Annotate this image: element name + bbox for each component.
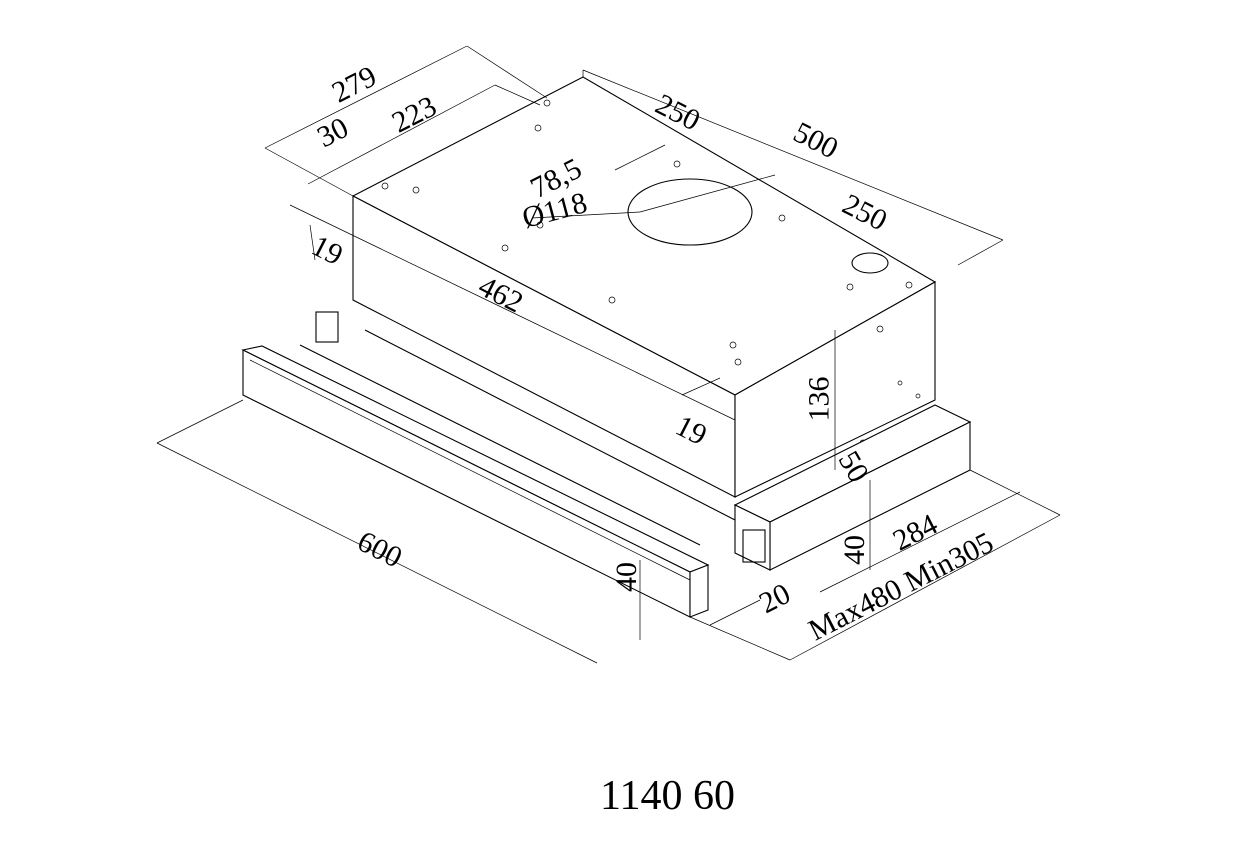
outlet-hole [627,178,753,246]
dimension-lines [156,45,1061,664]
dim-40-front: 40 [610,562,643,592]
model-number: 1140 60 [600,773,735,819]
control-switch [742,529,766,563]
cable-hole [851,252,889,274]
dim-136: 136 [802,376,836,422]
front-panel [241,345,710,618]
control-switch-left [315,311,339,343]
dim-40-lower: 40 [838,535,871,565]
